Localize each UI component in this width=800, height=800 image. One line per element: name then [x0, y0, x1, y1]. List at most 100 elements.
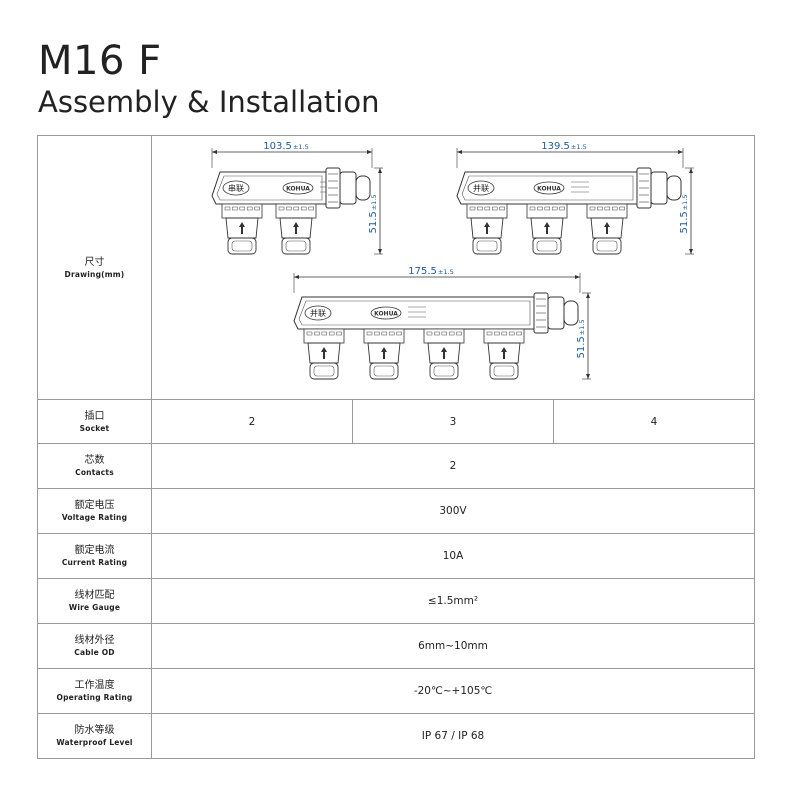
port-collar-tooth: [448, 331, 455, 336]
arrow-left-icon: [294, 275, 299, 279]
port-collar-tooth: [232, 206, 238, 211]
port-collar: [526, 203, 568, 219]
port-nut: [592, 237, 622, 255]
port-collar-tooth: [293, 206, 300, 211]
cable-od-label-zh: 线材外径: [74, 635, 115, 646]
port-nut-inner: [536, 240, 558, 252]
port-arrow-icon: [501, 347, 507, 359]
cable-od-label-cell: 线材外径 Cable OD: [38, 624, 152, 668]
port-nut-inner: [313, 365, 335, 377]
arrow-right-icon: [367, 150, 372, 154]
arrow-right-icon: [678, 150, 683, 154]
end-gland: [339, 171, 357, 205]
contacts-label-zh: 芯数: [84, 455, 105, 466]
waterproof-row: 防水等级 Waterproof Level IP 67 / IP 68: [38, 714, 754, 758]
port-collar-tooth: [396, 331, 402, 336]
port-collar: [275, 203, 317, 219]
body-tag-text: 并联: [310, 308, 326, 318]
port-collar-tooth: [516, 331, 522, 336]
port-collar: [423, 328, 465, 344]
connector-body-inner: [461, 175, 634, 201]
cable-od-value: 6mm~10mm: [418, 640, 488, 652]
logo-oval: [282, 181, 314, 195]
logo-oval: [533, 181, 565, 195]
port-collar-tooth: [604, 206, 611, 211]
width-tolerance-label: ±1.5: [293, 143, 309, 151]
port-collar-tooth: [314, 331, 320, 336]
port-nut: [369, 362, 399, 380]
wire-gauge-label-zh: 线材匹配: [74, 590, 115, 601]
operating-temp-label-en: Operating Rating: [56, 693, 133, 702]
port-collar-tooth: [456, 331, 462, 336]
port-collar-tooth: [477, 206, 483, 211]
port-collar-tooth: [388, 331, 395, 336]
port-nut: [281, 237, 311, 255]
port-collar-tooth: [597, 206, 603, 211]
port-collar-tooth: [501, 331, 508, 336]
socket-label-en: Socket: [79, 423, 110, 433]
end-gland-tip: [355, 175, 371, 201]
port-collar-tooth: [589, 206, 596, 211]
operating-temp-label-zh: 工作温度: [74, 680, 115, 691]
socket-value-3-port: 3: [353, 400, 554, 443]
port-nut-inner: [373, 365, 395, 377]
arrow-left-icon: [212, 150, 217, 154]
socket-values: 2 3 4: [152, 400, 754, 443]
drawing-label-en: Drawing(mm): [64, 269, 125, 279]
drawing-label-cell: 尺寸 Drawing(mm): [38, 136, 152, 399]
port-collar-tooth: [246, 206, 253, 211]
socket-label-cell: 插口 Socket: [38, 400, 152, 443]
port-collar-tooth: [336, 331, 342, 336]
contacts-row: 芯数 Contacts 2: [38, 444, 754, 489]
width-dimension-label: 175.5±1.5: [408, 266, 453, 277]
port-collar: [586, 203, 628, 219]
socket-value-2-port: 2: [152, 400, 353, 443]
port-collar-tooth: [328, 331, 335, 336]
port-collar-tooth: [254, 206, 260, 211]
port-collar-tooth: [491, 206, 498, 211]
port-collar-tooth: [484, 206, 491, 211]
height-dimension-label: 51.5±1.5: [576, 319, 587, 358]
arrow-down-icon: [586, 374, 590, 379]
connector-body-inner: [298, 300, 531, 326]
voltage-label-zh: 额定电压: [74, 500, 115, 511]
port-collar-tooth: [441, 331, 448, 336]
port-nut: [227, 237, 257, 255]
port-collar-tooth: [321, 331, 328, 336]
port-nut: [429, 362, 459, 380]
port-arrow-icon: [604, 222, 610, 234]
current-value: 10A: [442, 550, 464, 562]
waterproof-label-zh: 防水等级: [74, 725, 115, 736]
port-arrow-icon: [293, 222, 299, 234]
port-arrow-icon: [441, 347, 447, 359]
port-collar-tooth: [300, 206, 307, 211]
port-collar-tooth: [224, 206, 231, 211]
voltage-label-cell: 额定电压 Voltage Rating: [38, 489, 152, 533]
port-collar-tooth: [469, 206, 476, 211]
width-dimension-label: 103.5±1.5: [263, 141, 308, 152]
width-tolerance-label: ±1.5: [438, 268, 454, 276]
drawing-label-zh: 尺寸: [84, 256, 105, 268]
logo-oval: [370, 306, 402, 320]
body-tag-oval: [467, 180, 495, 196]
port-collar: [221, 203, 263, 219]
width-dimension-label: 139.5±1.5: [541, 141, 586, 152]
port-collar-tooth: [611, 206, 618, 211]
operating-temp-value: -20℃~+105℃: [413, 685, 493, 697]
port-nut: [532, 237, 562, 255]
port-collar-tooth: [239, 206, 246, 211]
contacts-label-en: Contacts: [75, 468, 114, 477]
port-nut-inner: [493, 365, 515, 377]
end-gland-tip: [666, 175, 682, 201]
port-nut: [489, 362, 519, 380]
body-tag-oval: [304, 305, 332, 321]
body-tag-text: 串联: [228, 184, 244, 193]
height-dimension-label: 51.5±1.5: [679, 194, 690, 233]
port-collar-tooth: [366, 331, 373, 336]
arrow-down-icon: [689, 249, 693, 254]
